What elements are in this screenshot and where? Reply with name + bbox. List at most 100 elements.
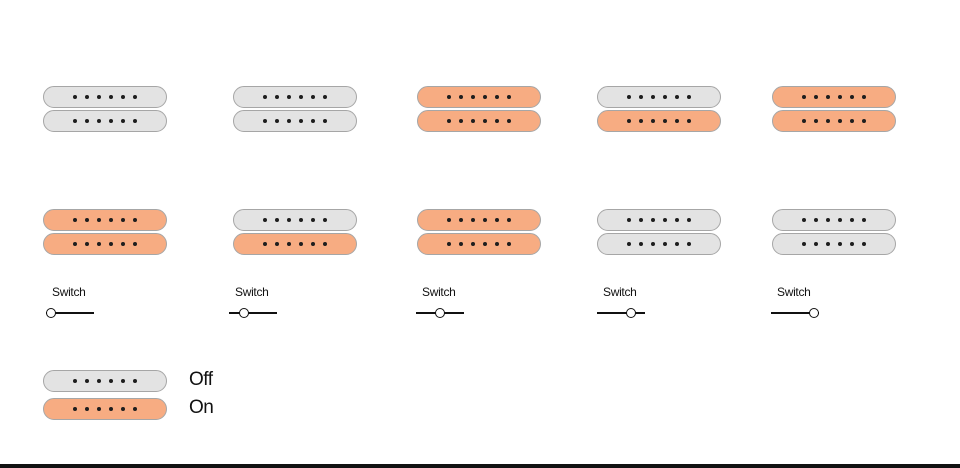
pole-piece <box>121 242 125 246</box>
upper-coil-on <box>43 209 167 231</box>
pole-piece <box>627 242 631 246</box>
pole-piece <box>651 218 655 222</box>
pole-piece <box>639 218 643 222</box>
pole-piece <box>687 242 691 246</box>
pole-piece <box>471 119 475 123</box>
switch-label: Switch <box>422 285 456 299</box>
pole-piece <box>287 95 291 99</box>
lower-coil-on <box>597 110 721 132</box>
pole-piece <box>85 95 89 99</box>
pole-piece <box>275 119 279 123</box>
pole-piece <box>121 407 125 411</box>
pole-piece <box>109 407 113 411</box>
upper-coil-off <box>597 209 721 231</box>
pole-piece <box>133 95 137 99</box>
pole-piece <box>459 95 463 99</box>
switch-knob <box>625 308 636 318</box>
pole-piece <box>838 218 842 222</box>
pole-piece <box>495 95 499 99</box>
pole-piece <box>109 119 113 123</box>
upper-coil-off <box>43 86 167 108</box>
pole-piece <box>862 218 866 222</box>
pole-piece <box>133 407 137 411</box>
pole-piece <box>627 95 631 99</box>
pole-piece <box>263 119 267 123</box>
pole-piece <box>802 119 806 123</box>
lower-coil-on <box>772 110 896 132</box>
pole-piece <box>133 119 137 123</box>
upper-coil-off <box>597 86 721 108</box>
pole-piece <box>263 218 267 222</box>
pole-piece <box>850 218 854 222</box>
pole-piece <box>675 218 679 222</box>
pole-piece <box>299 242 303 246</box>
pole-piece <box>483 242 487 246</box>
pole-piece <box>287 119 291 123</box>
switch-label: Switch <box>603 285 637 299</box>
switch-lever <box>771 312 819 314</box>
pole-piece <box>109 95 113 99</box>
pole-piece <box>639 242 643 246</box>
pole-piece <box>97 407 101 411</box>
pole-piece <box>675 242 679 246</box>
pole-piece <box>826 242 830 246</box>
pole-piece <box>507 242 511 246</box>
pole-piece <box>651 119 655 123</box>
pole-piece <box>802 242 806 246</box>
pole-piece <box>73 218 77 222</box>
pole-piece <box>862 119 866 123</box>
pole-piece <box>814 95 818 99</box>
pole-piece <box>73 242 77 246</box>
switch-knob <box>435 308 445 318</box>
lower-coil-on <box>43 233 167 255</box>
pole-piece <box>97 119 101 123</box>
pole-piece <box>651 95 655 99</box>
pole-piece <box>85 407 89 411</box>
pole-piece <box>459 218 463 222</box>
legend-label-off: Off <box>189 369 213 390</box>
switch-lever <box>597 312 645 314</box>
upper-coil-on <box>772 86 896 108</box>
pole-piece <box>826 119 830 123</box>
pole-piece <box>862 242 866 246</box>
legend-coil-off <box>43 370 167 392</box>
pole-piece <box>121 379 125 383</box>
pole-piece <box>133 218 137 222</box>
pole-piece <box>263 242 267 246</box>
pole-piece <box>85 119 89 123</box>
pole-piece <box>814 119 818 123</box>
pole-piece <box>311 95 315 99</box>
pole-piece <box>323 95 327 99</box>
pole-piece <box>97 242 101 246</box>
pole-piece <box>133 379 137 383</box>
switch-label: Switch <box>235 285 269 299</box>
pole-piece <box>447 119 451 123</box>
pole-piece <box>495 242 499 246</box>
pole-piece <box>814 242 818 246</box>
switch-label: Switch <box>777 285 811 299</box>
pole-piece <box>838 242 842 246</box>
pole-piece <box>121 218 125 222</box>
pole-piece <box>507 119 511 123</box>
pole-piece <box>263 95 267 99</box>
pole-piece <box>323 218 327 222</box>
pole-piece <box>311 119 315 123</box>
pole-piece <box>483 95 487 99</box>
legend-coil-on <box>43 398 167 420</box>
pole-piece <box>275 95 279 99</box>
upper-coil-off <box>233 209 357 231</box>
pole-piece <box>275 242 279 246</box>
pole-piece <box>850 119 854 123</box>
pole-piece <box>73 95 77 99</box>
bottom-divider <box>0 464 960 468</box>
pole-piece <box>507 95 511 99</box>
pole-piece <box>287 218 291 222</box>
lower-coil-off <box>43 110 167 132</box>
pole-piece <box>133 242 137 246</box>
upper-coil-on <box>417 86 541 108</box>
pole-piece <box>663 242 667 246</box>
pole-piece <box>287 242 291 246</box>
pole-piece <box>85 218 89 222</box>
pole-piece <box>323 119 327 123</box>
switch-lever <box>229 312 277 314</box>
